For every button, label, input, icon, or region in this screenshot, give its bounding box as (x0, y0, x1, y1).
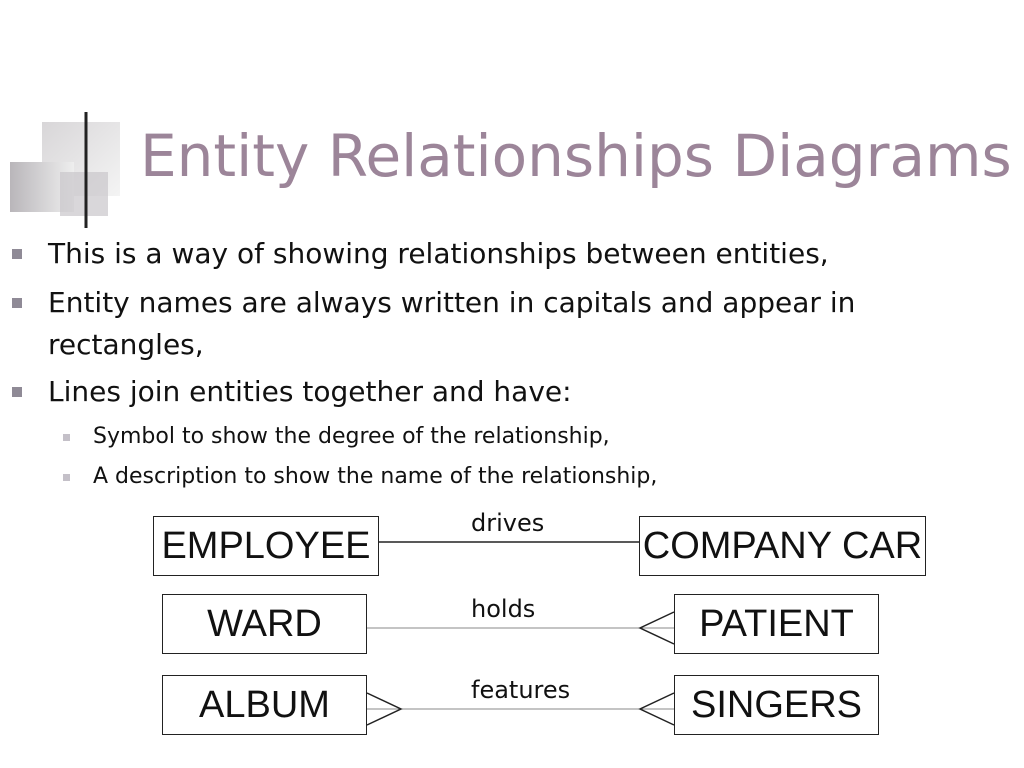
entity-box-company-car: COMPANY CAR (639, 516, 926, 576)
decorative-corner-graphic (10, 112, 980, 228)
entity-box-album: ALBUM (162, 675, 367, 735)
square-bullet-icon (12, 387, 22, 397)
square-bullet-icon (12, 249, 22, 259)
bullet-item: Lines join entities together and have: (12, 371, 948, 413)
relationship-label: holds (471, 595, 536, 623)
sub-bullet-item: A description to show the name of the re… (63, 462, 657, 492)
crows-foot-icon (366, 692, 403, 726)
square-bullet-icon (12, 298, 22, 308)
relationship-label: features (471, 676, 571, 704)
entity-box-employee: EMPLOYEE (153, 516, 379, 576)
slide-title: Entity Relationships Diagrams (140, 122, 1012, 190)
entity-box-singers: SINGERS (674, 675, 879, 735)
relationship-label: drives (471, 509, 545, 537)
crows-foot-icon (638, 611, 675, 645)
sub-bullet-item: Symbol to show the degree of the relatio… (63, 422, 610, 452)
small-square-bullet-icon (63, 434, 70, 441)
entity-box-ward: WARD (162, 594, 367, 654)
entity-box-patient: PATIENT (674, 594, 879, 654)
bullet-item: Entity names are always written in capit… (12, 282, 928, 366)
bullet-item: This is a way of showing relationships b… (12, 233, 948, 275)
crows-foot-icon (638, 692, 675, 726)
small-square-bullet-icon (63, 474, 70, 481)
